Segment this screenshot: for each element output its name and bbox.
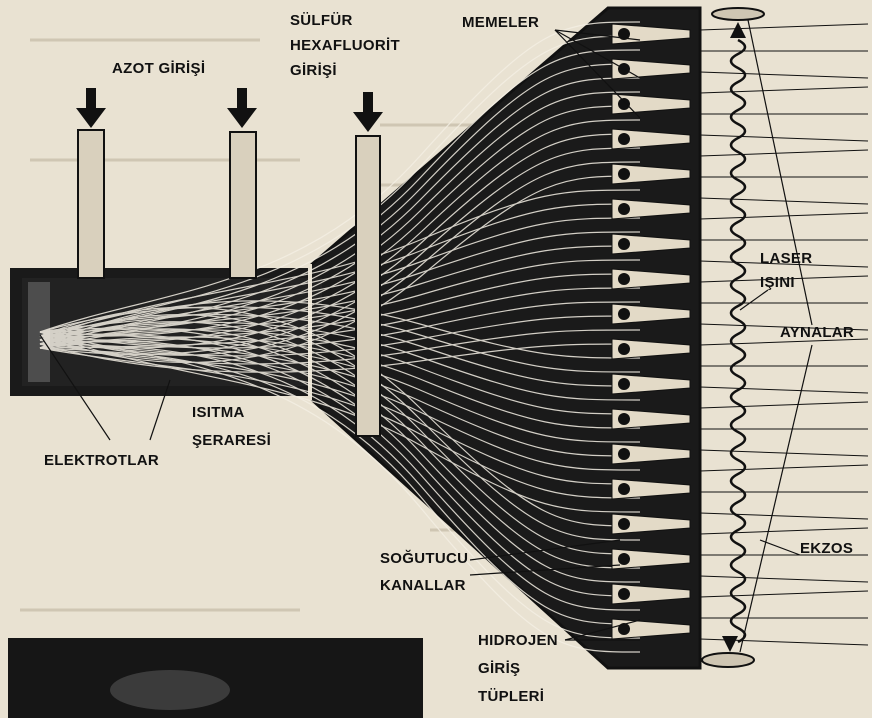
arrow-down-icon (353, 92, 383, 132)
exhaust-line (700, 576, 868, 582)
sulfur-hexafluoride-inlet-tube (356, 136, 380, 436)
arrow-down-icon (76, 88, 106, 128)
exhaust-label: EKZOS (800, 538, 853, 559)
top-mirror (712, 8, 764, 20)
sulfur-label-line3: GİRİŞİ (290, 60, 337, 81)
cooling-label-line1: SOĞUTUCU (380, 548, 468, 569)
exhaust-line (700, 513, 868, 519)
exhaust-line (700, 72, 868, 78)
nitrogen-inlet-label: AZOT GİRİŞİ (112, 58, 205, 79)
electrodes-label: ELEKTROTLAR (44, 450, 159, 471)
bottom-mirror (702, 653, 754, 667)
nitrogen-inlet-tube (78, 130, 104, 278)
laser-beam-label-line2: IŞINI (760, 272, 795, 293)
photo-inset-highlight (110, 670, 230, 710)
laser-beam-label-line1: LASER (760, 248, 812, 269)
heating-label-line1: ISITMA (192, 402, 245, 423)
exhaust-line (700, 591, 868, 597)
mirrors-label: AYNALAR (780, 322, 854, 343)
exhaust-line (700, 135, 868, 141)
hydrogen-label-line3: TÜPLERİ (478, 686, 544, 707)
inlet-arrows (76, 88, 383, 132)
hydrogen-label-line1: HIDROJEN (478, 630, 558, 651)
beam-arrow-down-icon (722, 636, 738, 652)
cooling-label-line2: KANALLAR (380, 575, 466, 596)
helium-inlet-tube (230, 132, 256, 278)
nozzles-label: MEMELER (462, 12, 539, 33)
exhaust-line (700, 387, 868, 393)
exhaust-line (700, 213, 868, 219)
arrow-down-icon (227, 88, 257, 128)
beam-arrow-up-icon (730, 22, 746, 38)
hydrogen-label-line2: GİRİŞ (478, 658, 520, 679)
sulfur-label-line1: SÜLFÜR (290, 10, 353, 31)
exhaust-line (700, 528, 868, 534)
exhaust-line (700, 24, 868, 30)
exhaust-line (700, 450, 868, 456)
exhaust-line (700, 150, 868, 156)
heating-label-line2: ŞERARESİ (192, 430, 271, 451)
exhaust-line (700, 87, 868, 93)
sulfur-label-line2: HEXAFLUORİT (290, 35, 400, 56)
laser-beam (731, 40, 745, 642)
exhaust-line (700, 402, 868, 408)
exhaust-line (700, 198, 868, 204)
